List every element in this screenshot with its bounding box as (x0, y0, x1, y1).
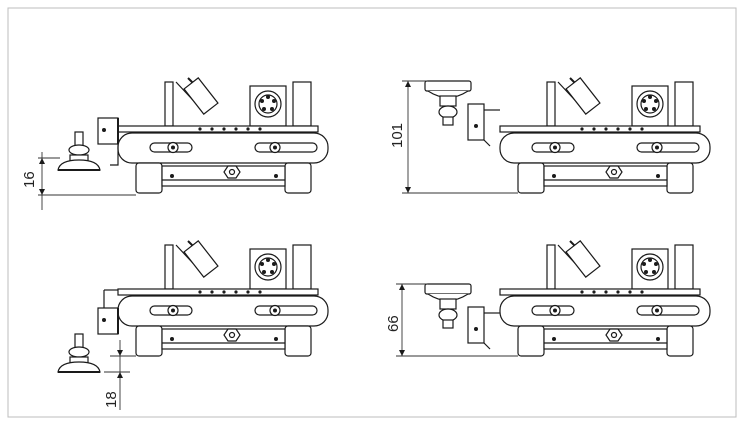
suction-head (424, 283, 501, 350)
panel-top-right: 101 (389, 76, 711, 194)
dimension-66: 66 (385, 283, 518, 357)
dimension-101: 101 (389, 80, 518, 194)
mechanism (117, 239, 329, 357)
mechanism (117, 76, 329, 194)
dimension-label: 16 (21, 171, 38, 188)
outer-frame (7, 7, 737, 418)
suction-foot (57, 333, 101, 373)
dimension-label: 18 (103, 391, 120, 408)
dimension-16: 16 (21, 152, 136, 210)
panel-top-left: 16 (21, 76, 329, 210)
foot-bracket (97, 117, 119, 145)
dimension-label: 101 (389, 123, 406, 148)
mechanism (499, 76, 711, 194)
suction-foot (57, 131, 101, 171)
panel-bottom-right: 66 (385, 239, 711, 357)
dimension-label: 66 (385, 315, 402, 332)
foot-bracket (97, 307, 119, 335)
panel-bottom-left: 18 (57, 239, 329, 410)
dimension-18: 18 (103, 340, 136, 410)
suction-head (424, 80, 501, 147)
mechanism (499, 239, 711, 357)
